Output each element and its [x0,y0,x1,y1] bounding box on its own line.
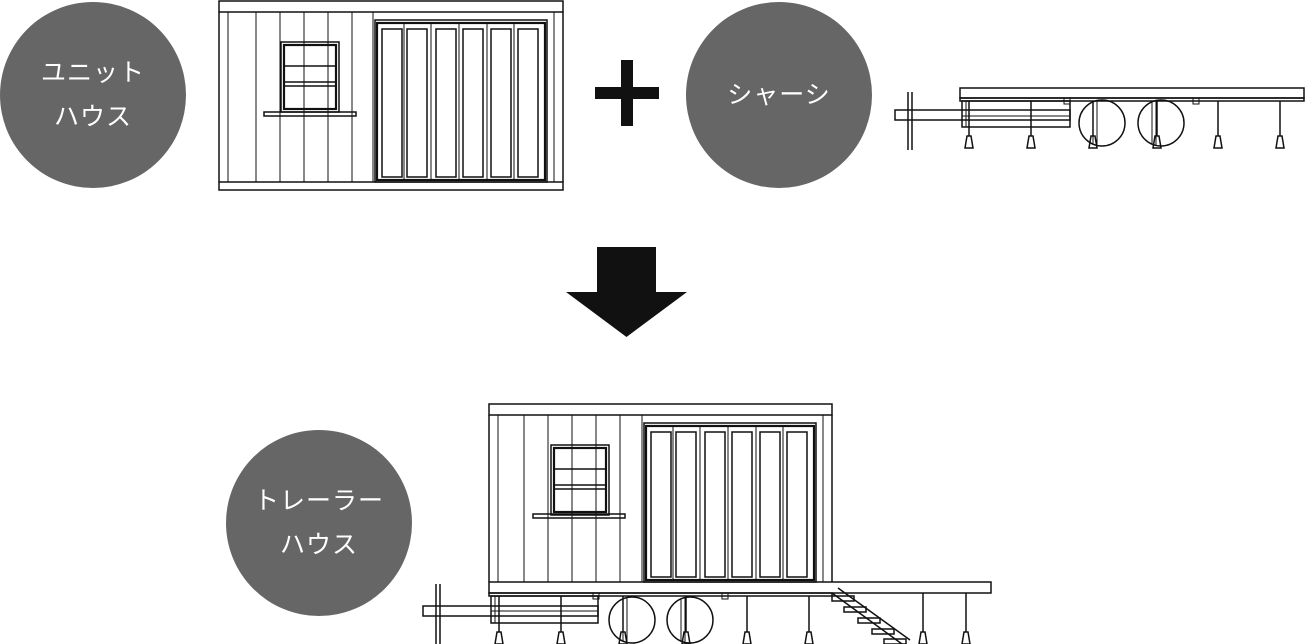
trailer-house-label: トレーラー ハウス [253,486,384,559]
unit-house-drawing [218,0,564,191]
trailer-house-drawing [422,403,992,644]
arrow-down-icon [566,247,687,337]
trailer-house-circle: トレーラー ハウス [226,430,412,616]
unit-house-circle: ユニット ハウス [0,2,186,188]
chassis-drawing [894,87,1305,150]
chassis-circle: シャーシ [686,2,872,188]
chassis-label: シャーシ [727,80,831,109]
unit-house-label: ユニット ハウス [40,58,145,131]
plus-icon [595,60,659,126]
